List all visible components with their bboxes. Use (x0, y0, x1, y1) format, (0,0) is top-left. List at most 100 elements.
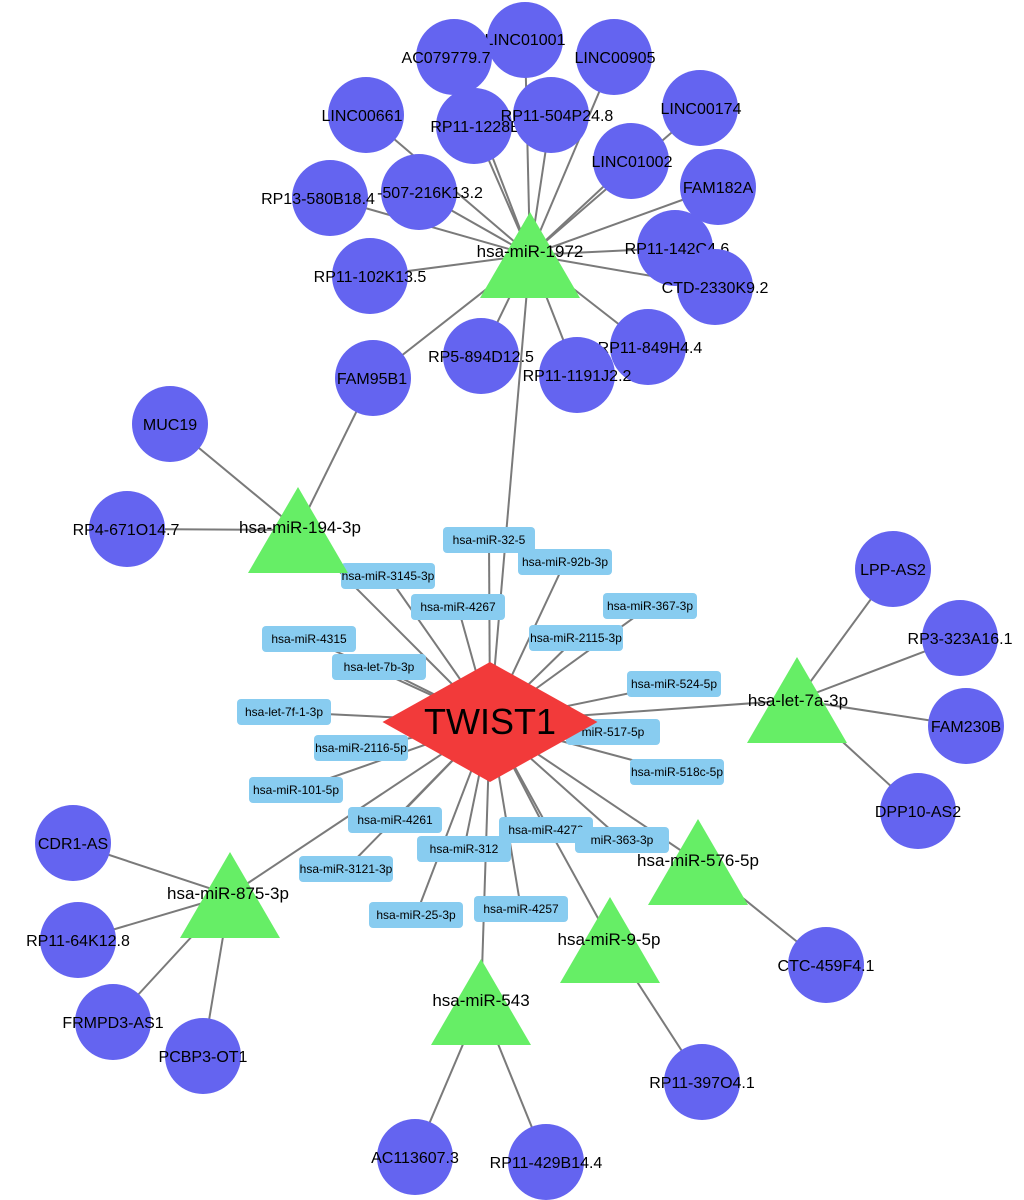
mirna-box-node[interactable]: hsa-let-7b-3p (332, 654, 426, 680)
lncrna-node[interactable]: LINC00905 (575, 19, 656, 95)
lncrna-node[interactable]: DPP10-AS2 (875, 773, 961, 849)
mirna-box-label: hsa-miR-2116-5p (315, 741, 407, 755)
mirna-triangle-label: hsa-miR-576-5p (637, 851, 759, 870)
lncrna-node[interactable]: LPP-AS2 (855, 531, 931, 607)
mirna-box-node[interactable]: hsa-miR-25-3p (369, 902, 463, 928)
mirna-box-label: hsa-miR-518c-5p (631, 765, 723, 779)
lncrna-circle (664, 1044, 740, 1120)
lncrna-circle (40, 902, 116, 978)
lncrna-node[interactable]: RP13-580B18.4 (261, 160, 375, 236)
mirna-triangle-node[interactable]: hsa-miR-875-3p (167, 852, 289, 938)
mirna-box (529, 625, 623, 651)
lncrna-node[interactable]: RP5-894D12.5 (428, 318, 534, 394)
mirna-box-node[interactable]: hsa-miR-4261 (348, 807, 442, 833)
lncrna-node[interactable]: RP11-102K13.5 (314, 238, 427, 314)
lncrna-node[interactable]: AC113607.3 (371, 1119, 459, 1195)
mirna-triangle-label: hsa-miR-875-3p (167, 884, 289, 903)
lncrna-label: RP5-894D12.5 (428, 349, 534, 366)
mirna-box-node[interactable]: hsa-miR-524-5p (627, 671, 721, 697)
mirna-box-node[interactable]: hsa-miR-4267 (411, 594, 505, 620)
mirna-box-node[interactable]: hsa-miR-3145-3p (341, 563, 435, 589)
lncrna-node[interactable]: MUC19 (132, 386, 208, 462)
mirna-box (369, 902, 463, 928)
lncrna-node[interactable]: LINC00174 (661, 70, 742, 146)
lncrna-node[interactable]: -507-216K13.2 (377, 154, 483, 230)
lncrna-node[interactable]: FAM95B1 (335, 340, 411, 416)
lncrna-node[interactable]: RP4-671O14.7 (73, 491, 180, 567)
hub-label: TWIST1 (424, 701, 556, 742)
lncrna-circle (35, 805, 111, 881)
mirna-box-node[interactable]: hsa-miR-312 (417, 836, 511, 862)
mirna-box-nodes: hsa-miR-32-5 hsa-miR-92b-3p hsa-miR-3145-3… (237, 527, 724, 928)
mirna-box-label: hsa-miR-312 (430, 842, 499, 856)
mirna-box-node[interactable]: miR-363-3p (575, 827, 669, 853)
lncrna-label: DPP10-AS2 (875, 804, 961, 821)
mirna-box-label: hsa-miR-92b-3p (522, 555, 608, 569)
lncrna-circle (593, 123, 669, 199)
mirna-box-node[interactable]: hsa-miR-101-5p (249, 777, 343, 803)
mirna-box-node[interactable]: hsa-miR-4315 (262, 626, 356, 652)
lncrna-node[interactable]: RP3-323A16.1 (908, 600, 1013, 676)
mirna-triangle-node[interactable]: hsa-miR-194-3p (239, 487, 361, 573)
lncrna-node[interactable]: FAM182A (680, 149, 756, 225)
mirna-box-node[interactable]: hsa-let-7f-1-3p (237, 699, 331, 725)
lncrna-node[interactable]: CDR1-AS (35, 805, 111, 881)
lncrna-node[interactable]: LINC00661 (322, 77, 404, 153)
lncrna-label: FRMPD3-AS1 (62, 1015, 163, 1032)
mirna-box-label: hsa-let-7b-3p (344, 660, 415, 674)
mirna-triangle (180, 852, 280, 938)
mirna-box-label: hsa-miR-4261 (357, 813, 433, 827)
lncrna-node[interactable]: LINC01001 (485, 2, 566, 78)
lncrna-label: LPP-AS2 (860, 562, 926, 579)
mirna-triangle-node[interactable]: hsa-miR-1972 (477, 212, 584, 298)
lncrna-circle (677, 249, 753, 325)
lncrna-node[interactable]: CTC-459F4.1 (778, 927, 875, 1003)
lncrna-label: LINC00174 (661, 101, 742, 118)
lncrna-node[interactable]: RP11-1191J2.2 (523, 337, 632, 413)
mirna-box-node[interactable]: hsa-miR-367-3p (603, 593, 697, 619)
lncrna-circle (377, 1119, 453, 1195)
lncrna-node[interactable]: CTD-2330K9.2 (662, 249, 769, 325)
lncrna-label: RP11-429B14.4 (490, 1155, 603, 1172)
lncrna-node[interactable]: RP11-429B14.4 (490, 1124, 603, 1200)
lncrna-circle (436, 88, 512, 164)
mirna-box-node[interactable]: hsa-miR-4279 (499, 817, 593, 843)
lncrna-node[interactable]: RP11-849H4.4 (598, 309, 703, 385)
mirna-triangle-node[interactable]: hsa-let-7a-3p (747, 657, 848, 743)
lncrna-node[interactable]: AC079779.7 (402, 19, 492, 95)
mirna-box-node[interactable]: hsa-miR-3121-3p (299, 856, 393, 882)
lncrna-circle (610, 309, 686, 385)
lncrna-circle (662, 70, 738, 146)
lncrna-node[interactable]: RP11-64K12.8 (26, 902, 130, 978)
mirna-box (627, 671, 721, 697)
mirna-triangle (747, 657, 847, 743)
mirna-triangle-node[interactable]: hsa-miR-543 (431, 959, 531, 1045)
hub-node[interactable]: TWIST1 (382, 662, 598, 782)
mirna-box-label: hsa-miR-367-3p (607, 599, 693, 613)
lncrna-node[interactable]: FAM230B (928, 688, 1004, 764)
lncrna-label: AC113607.3 (371, 1150, 459, 1167)
lncrna-node[interactable]: LINC01002 (592, 123, 673, 199)
lncrna-circle (165, 1018, 241, 1094)
lncrna-circle (539, 337, 615, 413)
mirna-box (603, 593, 697, 619)
mirna-box-node[interactable]: hsa-miR-2116-5p (314, 735, 408, 761)
lncrna-node[interactable]: RP11-1228E1 (430, 88, 530, 164)
mirna-triangle-node[interactable]: hsa-miR-576-5p (637, 819, 759, 905)
mirna-box-label: hsa-miR-4257 (483, 902, 559, 916)
mirna-box-node[interactable]: hsa-miR-32-5 (443, 527, 535, 553)
lncrna-label: LINC00661 (322, 108, 403, 125)
mirna-box-node[interactable]: hsa-miR-92b-3p (518, 549, 612, 575)
lncrna-node[interactable]: RP11-504P24.8 (501, 77, 614, 153)
lncrna-label: PCBP3-OT1 (159, 1049, 248, 1066)
mirna-box-node[interactable]: hsa-miR-518c-5p (630, 759, 724, 785)
lncrna-node[interactable]: FRMPD3-AS1 (62, 984, 164, 1060)
mirna-triangle-label: hsa-miR-543 (432, 991, 529, 1010)
lncrna-node[interactable]: RP11-397O4.1 (649, 1044, 755, 1120)
lncrna-circle (132, 386, 208, 462)
lncrna-node[interactable]: PCBP3-OT1 (159, 1018, 248, 1094)
mirna-box-node[interactable]: hsa-miR-2115-3p (529, 625, 623, 651)
mirna-triangle-node[interactable]: hsa-miR-9-5p (558, 897, 661, 983)
mirna-triangle-nodes: hsa-miR-1972 hsa-miR-194-3p hsa-let-7a-3p h… (167, 212, 848, 1045)
mirna-box-node[interactable]: hsa-miR-4257 (474, 896, 568, 922)
